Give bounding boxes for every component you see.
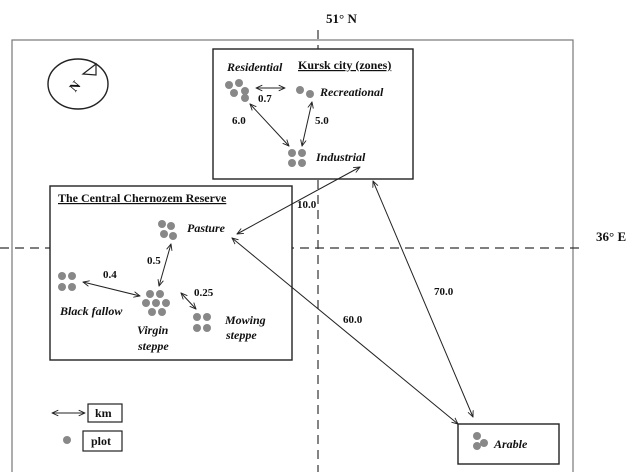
residential-label: Residential bbox=[226, 60, 283, 74]
arrow-industrial-pasture bbox=[237, 167, 360, 234]
arrow-virgin-mowing bbox=[181, 293, 196, 309]
residential-plots bbox=[225, 79, 249, 102]
recreational-label: Recreational bbox=[319, 85, 384, 99]
arrow-fallow-virgin bbox=[83, 282, 140, 296]
black-fallow-plots bbox=[58, 272, 76, 291]
pasture-plots bbox=[158, 220, 177, 240]
dist-industrial-pasture: 10.0 bbox=[297, 199, 317, 211]
compass-icon: N bbox=[47, 58, 109, 110]
industrial-plots bbox=[288, 149, 306, 167]
arrow-industrial-arable bbox=[373, 181, 473, 417]
arrow-pasture-virgin bbox=[159, 244, 171, 286]
legend-plot-label: plot bbox=[91, 434, 111, 448]
dist-pasture-virgin: 0.5 bbox=[147, 255, 161, 267]
longitude-label: 36° E bbox=[596, 229, 626, 244]
recreational-plots bbox=[296, 86, 314, 98]
reserve-title: The Central Chernozem Reserve bbox=[58, 191, 227, 205]
virgin-steppe-label-1: Virgin bbox=[137, 323, 169, 337]
mowing-steppe-label-2: steppe bbox=[225, 328, 257, 342]
kursk-title: Kursk city (zones) bbox=[298, 58, 391, 72]
mowing-steppe-label-1: Mowing bbox=[224, 313, 266, 327]
arable-plots bbox=[473, 432, 488, 450]
dist-recreational-industrial: 5.0 bbox=[315, 115, 329, 127]
map-frame bbox=[11, 39, 574, 472]
arrow-recreational-industrial bbox=[302, 102, 312, 146]
industrial-label: Industrial bbox=[315, 150, 366, 164]
dist-fallow-virgin: 0.4 bbox=[103, 269, 117, 281]
legend-distance-label: km bbox=[95, 406, 112, 420]
arable-label: Arable bbox=[493, 437, 528, 451]
black-fallow-label: Black fallow bbox=[59, 304, 123, 318]
virgin-steppe-plots bbox=[142, 290, 170, 316]
dist-industrial-arable: 70.0 bbox=[434, 286, 454, 298]
legend: km plot bbox=[52, 403, 123, 452]
dist-virgin-mowing: 0.25 bbox=[194, 287, 214, 299]
arrow-pasture-arable bbox=[232, 238, 458, 424]
mowing-steppe-plots bbox=[193, 313, 211, 332]
dist-residential-industrial: 6.0 bbox=[232, 115, 246, 127]
dist-residential-recreational: 0.7 bbox=[258, 93, 272, 105]
dist-pasture-arable: 60.0 bbox=[343, 314, 363, 326]
latitude-label: 51° N bbox=[326, 11, 357, 26]
pasture-label: Pasture bbox=[187, 221, 226, 235]
arrow-residential-industrial bbox=[250, 104, 289, 146]
legend-plot-dot bbox=[63, 436, 71, 444]
virgin-steppe-label-2: steppe bbox=[137, 339, 169, 353]
